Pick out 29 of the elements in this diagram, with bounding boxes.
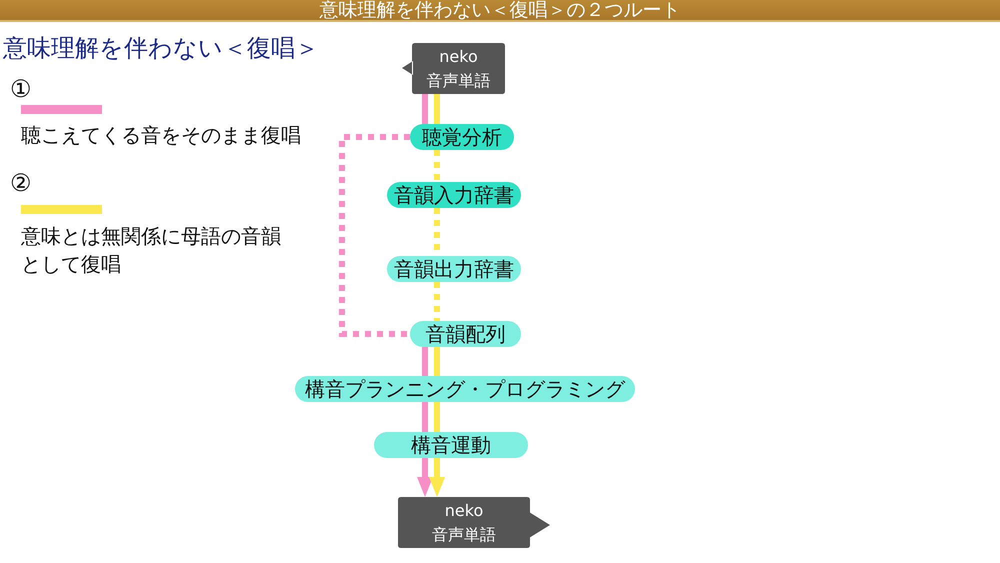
flow-line [422,347,428,376]
flow-line [434,402,440,432]
speech-bubble [402,43,505,94]
flow-arrow [429,458,445,497]
process-pill: 音韻出力辞書 [387,256,521,282]
circled-number: ② [10,169,32,198]
speech-bubble [398,497,550,548]
process-pill: 音韻入力辞書 [387,182,521,208]
process-pill: 聴覚分析 [410,124,514,150]
process-pill: 音韻配列 [410,321,521,347]
heading-text: 意味理解を伴わない＜復唱＞ [3,34,319,63]
node-text: neko [439,46,478,68]
node-text: 音声単語 [432,524,496,546]
title-text: 意味理解を伴わない＜復唱＞の２つルート [320,0,680,20]
dotted-flow-line [434,282,440,321]
circled-number: ① [10,75,32,104]
dotted-flow-line [434,150,440,182]
flow-line [434,94,440,124]
process-pill: 構音運動 [374,432,528,458]
legend-text: 聴こえてくる音をそのまま復唱 [21,122,302,149]
dotted-flow-line [339,134,410,337]
process-pill: 構音プランニング・プログラミング [295,376,635,402]
flow-line [422,94,428,124]
node-text: 音声単語 [426,70,490,92]
flow-line [434,347,440,376]
flow-line [422,402,428,432]
node-text: neko [444,500,484,522]
flow-arrow [417,458,433,497]
legend-text: 意味とは無関係に母語の音韻として復唱 [21,223,282,278]
